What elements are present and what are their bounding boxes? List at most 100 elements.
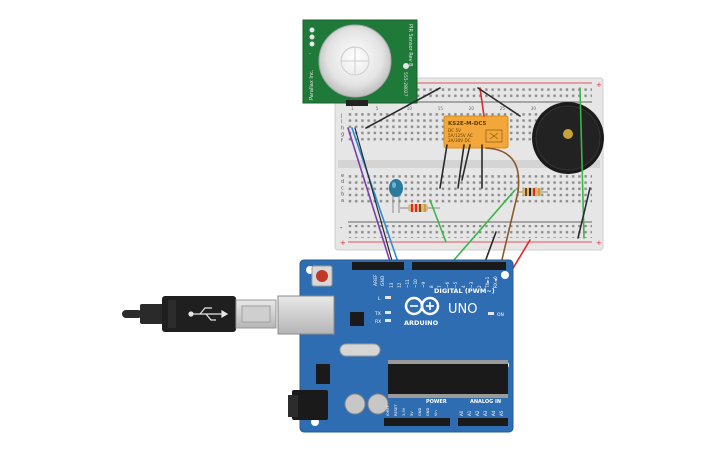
digital-pin-label: RX◄0 xyxy=(493,276,498,288)
relay-contacts-icon xyxy=(485,129,503,143)
arduino-logo-icon xyxy=(404,296,440,316)
reset-button[interactable] xyxy=(311,265,333,287)
wire-black-relay-mid2 xyxy=(461,144,471,181)
wire-purple xyxy=(347,127,393,269)
digital-label: DIGITAL (PWM~) xyxy=(434,287,495,295)
led-rx-label: RX xyxy=(375,319,381,325)
row-letter-i: i xyxy=(341,119,342,125)
digital-pin-label: ~10 xyxy=(413,279,418,288)
power-pin-label: RESET xyxy=(394,404,398,416)
gnd-label: GND xyxy=(380,275,386,286)
power-label: POWER xyxy=(426,399,447,405)
wire-black-pir-gnd xyxy=(354,127,395,269)
digital-pin-label: 7 xyxy=(437,285,442,288)
wire-black-rail xyxy=(577,187,591,239)
analog-pin-label: A1 xyxy=(467,410,472,416)
wire-brown xyxy=(485,147,520,269)
analog-pin-label: A0 xyxy=(459,410,464,416)
row-letter-a: a xyxy=(341,198,344,204)
led-blue xyxy=(389,179,403,213)
column-number: 30 xyxy=(531,106,537,111)
piezo-buzzer xyxy=(532,102,604,174)
on-label: ON xyxy=(497,312,504,318)
rail-plus-bottom-right: + xyxy=(596,239,602,247)
wire-black-relay-mid1 xyxy=(457,144,465,189)
power-pin-label: Vin xyxy=(434,410,438,416)
pir-text-right: PIR Sensor Rev B xyxy=(407,24,413,67)
power-pin-label: 3.3V xyxy=(402,407,406,416)
relay: KS2E-M-DC5 DC 5V 5A/125V AC 2A/30V DC xyxy=(443,115,509,149)
power-pin-label: GND xyxy=(426,408,430,416)
rail-minus-bottom: - xyxy=(340,224,343,232)
row-letter-h: h xyxy=(341,125,344,131)
column-number: 1 xyxy=(351,106,354,111)
column-number: 15 xyxy=(438,106,444,111)
digital-pin-label: ~9 xyxy=(421,281,426,288)
analog-pin-label: A3 xyxy=(483,410,488,416)
digital-pin-label: 13 xyxy=(389,282,394,288)
pir-text-left: Parallax Inc. xyxy=(309,69,315,100)
wire-red-top xyxy=(479,87,485,117)
led-indicators xyxy=(385,296,494,322)
row-letter-d: d xyxy=(341,179,344,185)
digital-pin-label: 8 xyxy=(429,285,434,288)
power-pin-label: GND xyxy=(418,408,422,416)
resistor-relay xyxy=(518,188,548,196)
pir-pin-minus: - xyxy=(309,51,311,57)
relay-line-1: DC 5V xyxy=(448,128,461,133)
column-number: 25 xyxy=(500,106,506,111)
power-pin-label: IOREF xyxy=(386,405,390,416)
wire-green-relay xyxy=(446,189,516,269)
wires xyxy=(347,87,591,424)
pir-sensor: - Parallax Inc. PIR Sensor Rev B 555-280… xyxy=(302,19,418,106)
row-letter-e: e xyxy=(341,173,344,179)
rail-plus-top-right: + xyxy=(596,81,602,89)
relay-line-2: 5A/125V AC xyxy=(448,133,473,138)
digital-pin-label: ~3 xyxy=(469,281,474,288)
relay-line-3: 2A/30V DC xyxy=(448,138,471,143)
rail-plus-bottom: + xyxy=(340,239,346,247)
power-pin-label: 5V xyxy=(410,411,414,416)
analog-pin-label: A2 xyxy=(475,410,480,416)
row-letter-f: f xyxy=(341,138,343,144)
pir-code: 555-28027 xyxy=(402,72,408,97)
column-number: 5 xyxy=(376,106,379,111)
row-letter-b: b xyxy=(341,192,344,198)
digital-pin-label: TX►1 xyxy=(485,276,490,289)
column-number: 10 xyxy=(407,106,413,111)
analog-label: ANALOG IN xyxy=(470,399,501,405)
row-letter-g: g xyxy=(341,132,344,138)
usb-icon xyxy=(188,307,229,321)
led-l-label: L xyxy=(378,296,381,302)
analog-pin-label: A5 xyxy=(499,410,504,416)
wire-blue xyxy=(351,127,401,269)
led-tx-label: TX xyxy=(374,311,381,317)
row-letter-c: c xyxy=(341,185,344,191)
relay-title: KS2E-M-DC5 xyxy=(448,121,486,127)
digital-pin-label: ~5 xyxy=(453,281,458,288)
digital-pin-label: ~11 xyxy=(405,279,410,288)
arduino-brand: ARDUINO xyxy=(404,319,439,327)
aref-label: AREF xyxy=(373,274,379,286)
analog-pin-label: A4 xyxy=(491,410,496,416)
column-number: 20 xyxy=(469,106,475,111)
arduino-model: UNO xyxy=(448,302,477,317)
row-letter-j: j xyxy=(340,113,342,119)
digital-pin-label: ~6 xyxy=(445,281,450,288)
usb-cable xyxy=(122,296,277,332)
wire-black-pir xyxy=(365,87,441,129)
wire-black-relay-left xyxy=(439,144,448,189)
digital-pin-label: 4 xyxy=(461,285,466,288)
digital-pin-label: 12 xyxy=(397,282,402,288)
power-pin-labels: IOREF RESET 3.3V 5V GND GND Vin xyxy=(386,404,438,416)
wire-green-led xyxy=(429,199,447,243)
digital-pin-label: 2 xyxy=(477,285,482,288)
wire-black-top2 xyxy=(477,87,521,117)
